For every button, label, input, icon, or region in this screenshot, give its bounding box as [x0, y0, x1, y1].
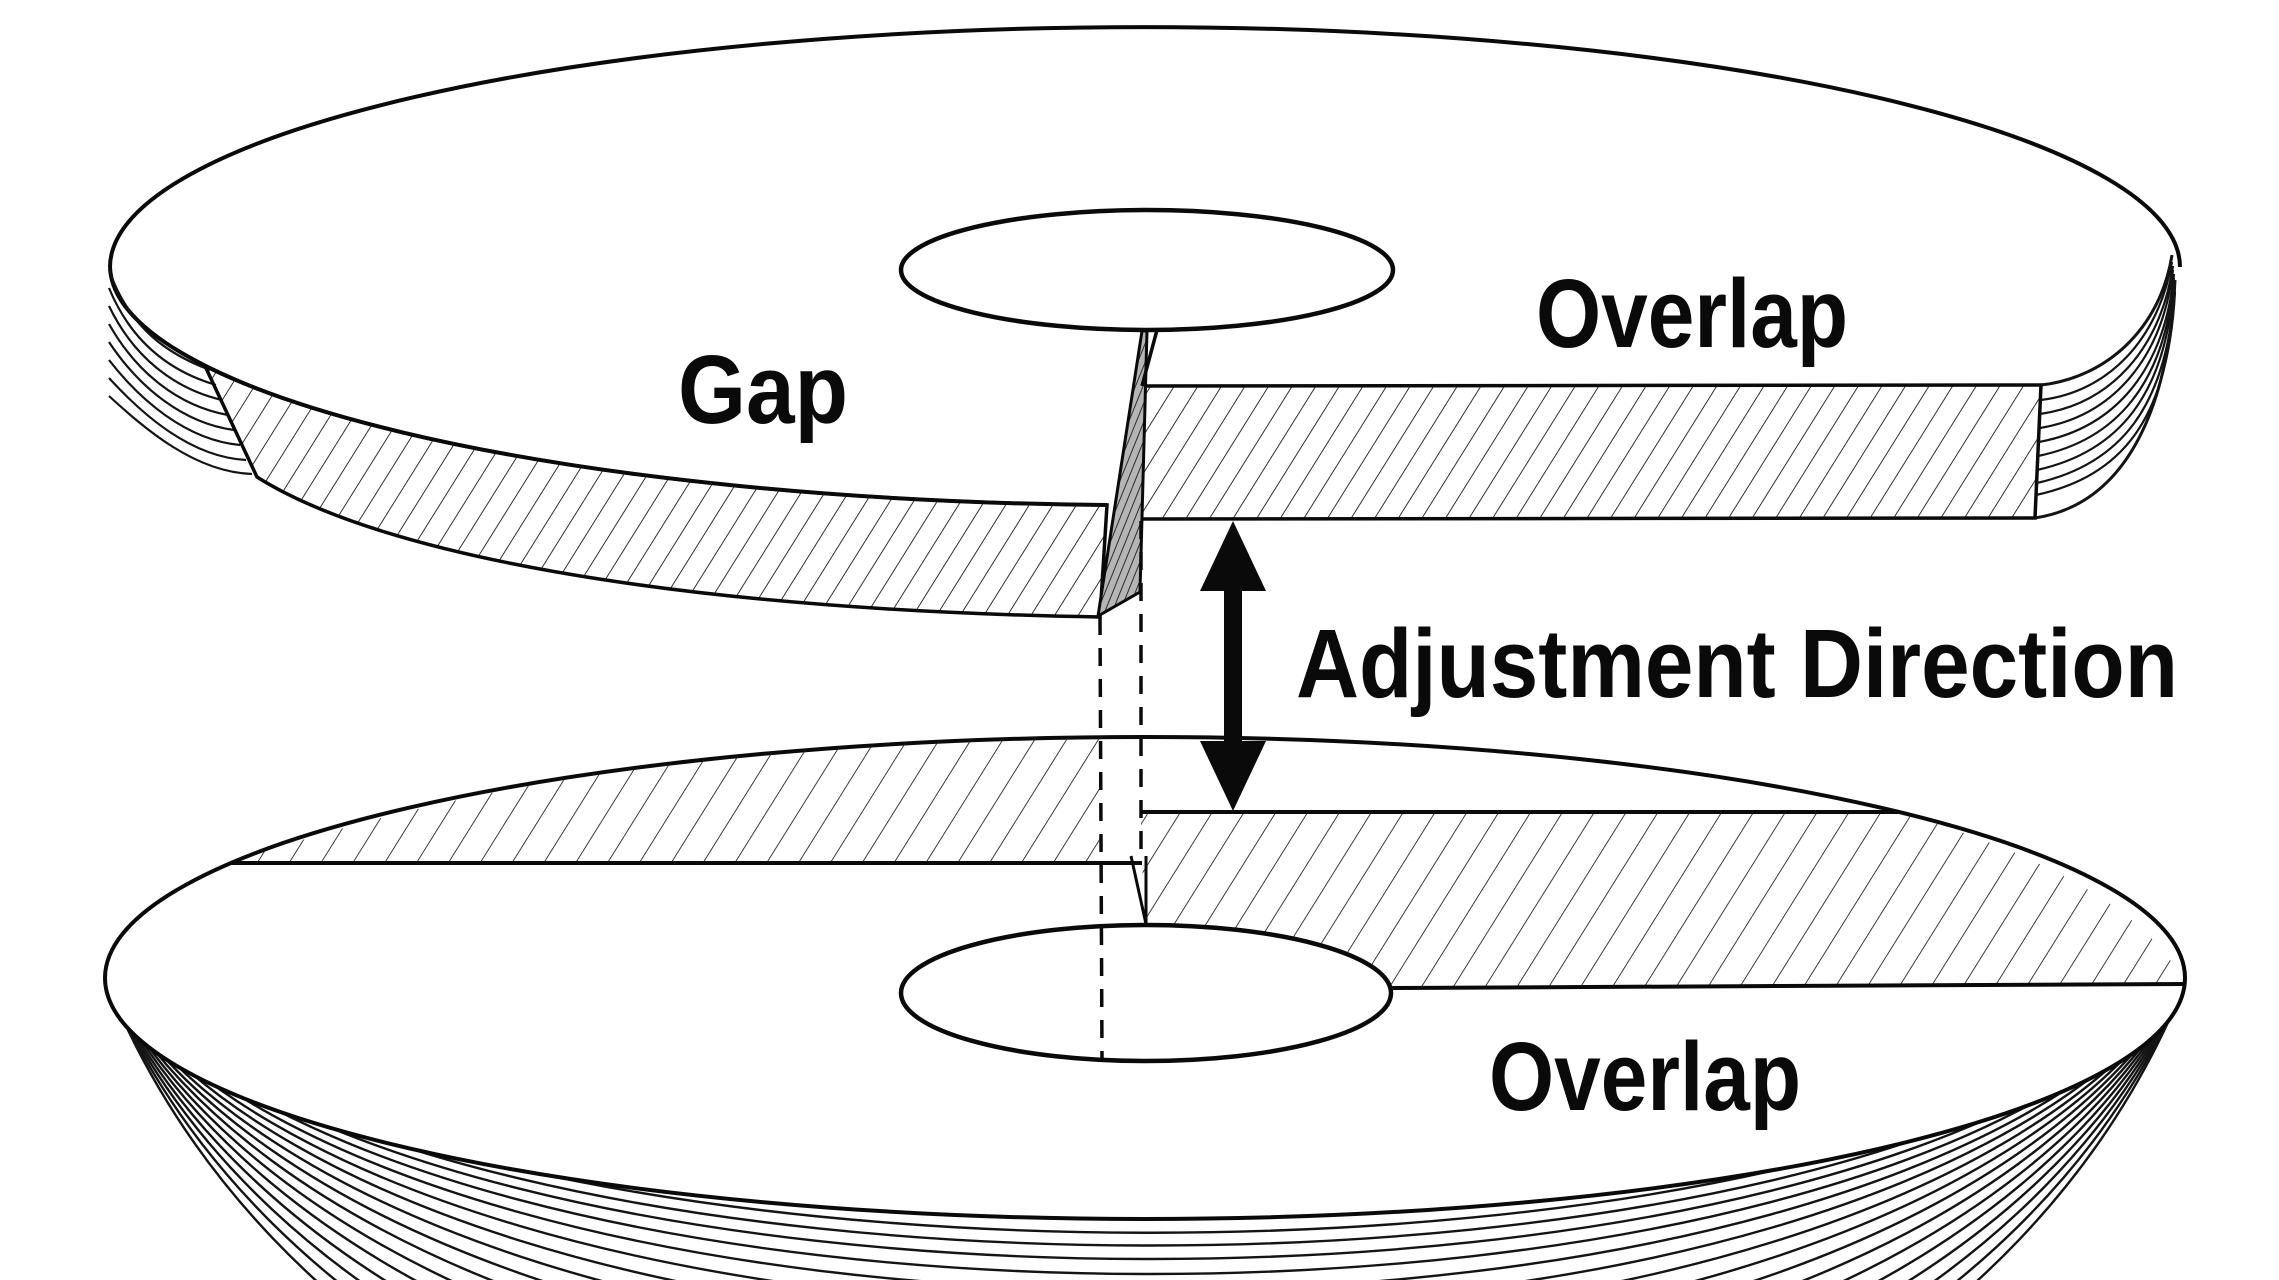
adjustment-direction-label: Adjustment Direction — [1296, 609, 2178, 718]
top-right-lamination-lines-icon — [2034, 254, 2177, 520]
overlap-side-rim-band — [1138, 383, 2043, 521]
gap-side-rim-band — [201, 362, 1109, 619]
bottom-disc-hole — [898, 922, 1394, 1064]
gap-label: Gap — [678, 335, 848, 444]
bottom-overlap-hatch-right — [1141, 812, 2184, 988]
bottom-disc — [103, 735, 2187, 1280]
dashed-line-left — [1098, 616, 1104, 1060]
adjustment-arrow-icon — [1200, 521, 1266, 811]
bottom-overlap-hatch-left — [231, 737, 1100, 863]
top-left-lamination-lines-icon — [107, 269, 253, 476]
top-disc-hole — [898, 207, 1396, 333]
overlap-top-label: Overlap — [1536, 259, 1848, 368]
top-disc-upper-rim — [108, 25, 2182, 268]
bottom-step-edge — [1129, 855, 1148, 925]
bottom-chord-right-bottom — [1390, 982, 2185, 990]
projection-dashed-lines — [1098, 521, 1143, 1060]
top-disc — [107, 25, 2182, 619]
overlap-bottom-label: Overlap — [1489, 1022, 1801, 1131]
